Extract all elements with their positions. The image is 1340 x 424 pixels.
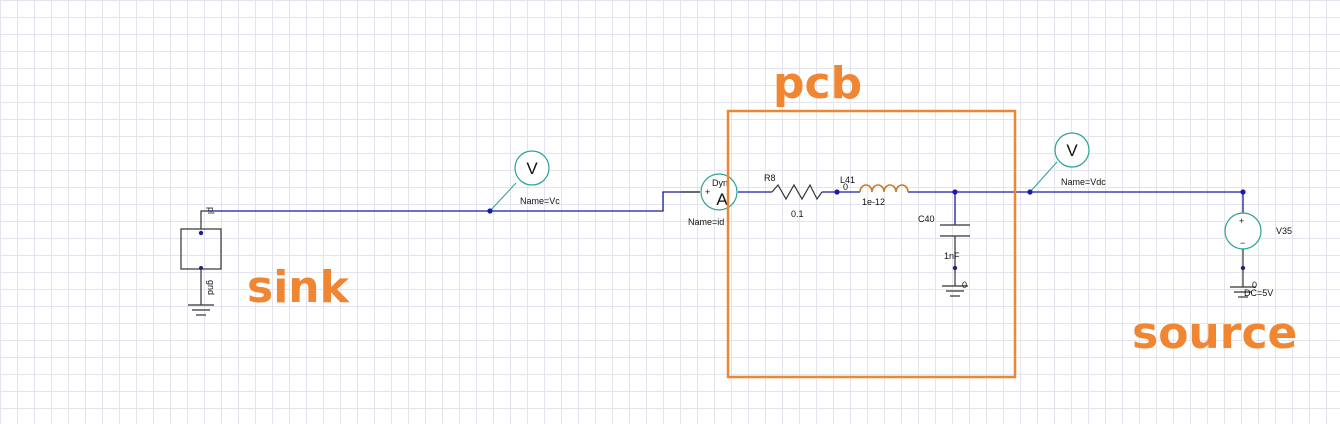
sink-annotation: sink — [247, 262, 351, 313]
source-annotation: source — [1132, 308, 1297, 359]
sink-gnd-label: gnd — [206, 280, 216, 295]
l41-value: 1e-12 — [862, 197, 885, 207]
c40-value: 1nF — [944, 251, 960, 261]
v35-plus-icon: + — [1239, 216, 1244, 226]
node-sink-top[interactable] — [198, 230, 204, 236]
l41-name: L41 — [840, 175, 855, 185]
pcb-box — [726, 109, 1017, 379]
node-vc[interactable] — [487, 208, 493, 214]
ammeter-plus-icon: + — [705, 187, 710, 197]
c40-name: C40 — [918, 214, 935, 224]
vdc-probe-leader — [1029, 161, 1058, 193]
vc-name-label: Name=Vc — [520, 196, 560, 206]
node-source-top[interactable] — [1240, 189, 1246, 195]
ammeter-label: Dyn — [712, 178, 728, 188]
vc-meter-symbol: V — [526, 159, 538, 178]
r8-name: R8 — [764, 173, 776, 183]
v35-minus-icon: − — [1240, 238, 1245, 248]
vdc-voltmeter[interactable]: V Name=Vdc — [1054, 132, 1106, 187]
l41-inductor[interactable]: L41 0 1e-12 — [840, 175, 909, 207]
sink-pin-label: pl — [206, 207, 216, 214]
l41-pin: 0 — [843, 182, 848, 192]
ammeter-symbol: A — [716, 190, 728, 209]
pcb-annotation: pcb — [773, 58, 862, 109]
node-l41-left[interactable] — [834, 189, 840, 195]
sink-component[interactable]: pl gnd — [180, 207, 222, 316]
c40-ground-label: 0 — [962, 280, 967, 290]
r8-resistor[interactable]: R8 0.1 — [764, 173, 823, 219]
node-vdc[interactable] — [1027, 189, 1033, 195]
vdc-meter-symbol: V — [1066, 141, 1078, 160]
v35-source[interactable]: + − V35 0 DC=5V — [1224, 212, 1292, 298]
v35-value: DC=5V — [1244, 288, 1273, 298]
wire-sink-to-ammeter[interactable] — [207, 191, 700, 212]
r8-value: 0.1 — [791, 209, 804, 219]
vdc-meter-circle — [1054, 132, 1090, 168]
v35-ground-label: 0 — [1252, 280, 1257, 290]
c40-capacitor[interactable]: C40 1nF 0 — [918, 214, 970, 297]
vc-probe-leader — [489, 182, 517, 212]
vdc-name-label: Name=Vdc — [1061, 177, 1106, 187]
node-c40-top[interactable] — [952, 189, 958, 195]
ammeter-name: Name=id — [688, 217, 724, 227]
vc-meter-circle — [514, 150, 550, 186]
vc-voltmeter[interactable]: V Name=Vc — [514, 150, 560, 206]
v35-name: V35 — [1276, 226, 1292, 236]
